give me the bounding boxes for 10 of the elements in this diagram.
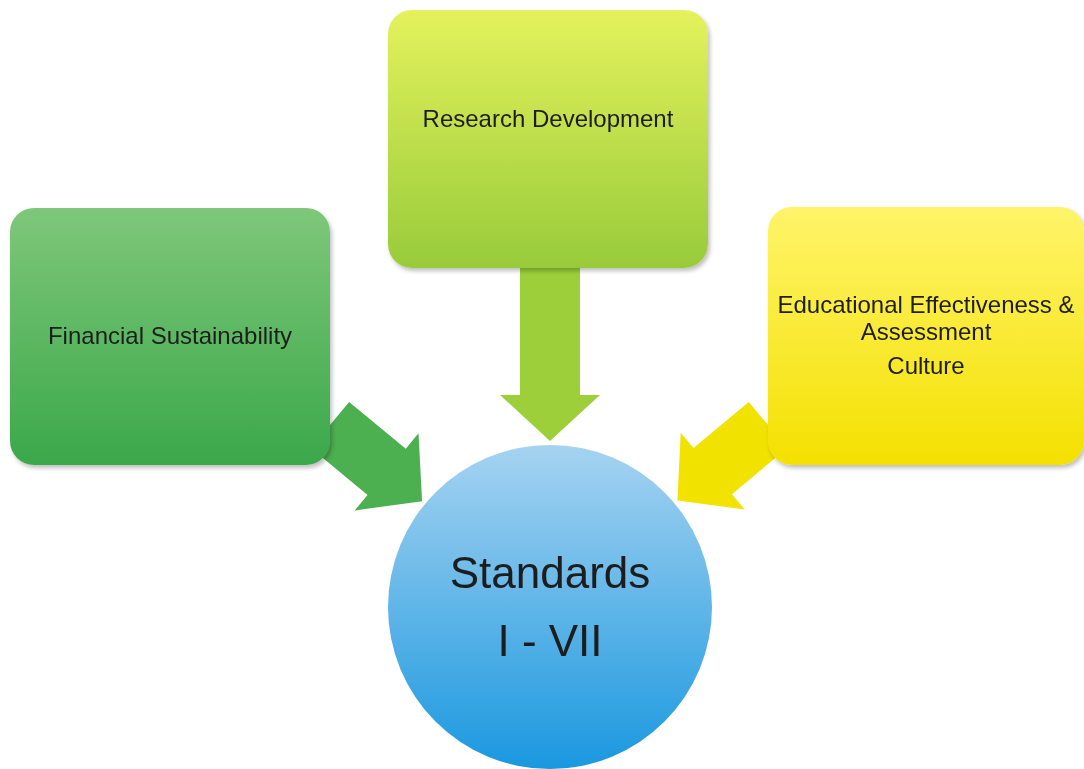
node-label: I - VII [497,616,603,666]
node-label: Culture [887,353,965,381]
process-box [10,208,330,465]
process-box [388,10,708,268]
process-box [768,207,1084,465]
node-label: Financial Sustainability [47,323,293,350]
block-arrow [500,268,600,441]
node-label: Research Development [422,106,674,133]
node-label: Standards [449,548,651,598]
node-label: Educational Effectiveness & Assessment [776,291,1076,346]
